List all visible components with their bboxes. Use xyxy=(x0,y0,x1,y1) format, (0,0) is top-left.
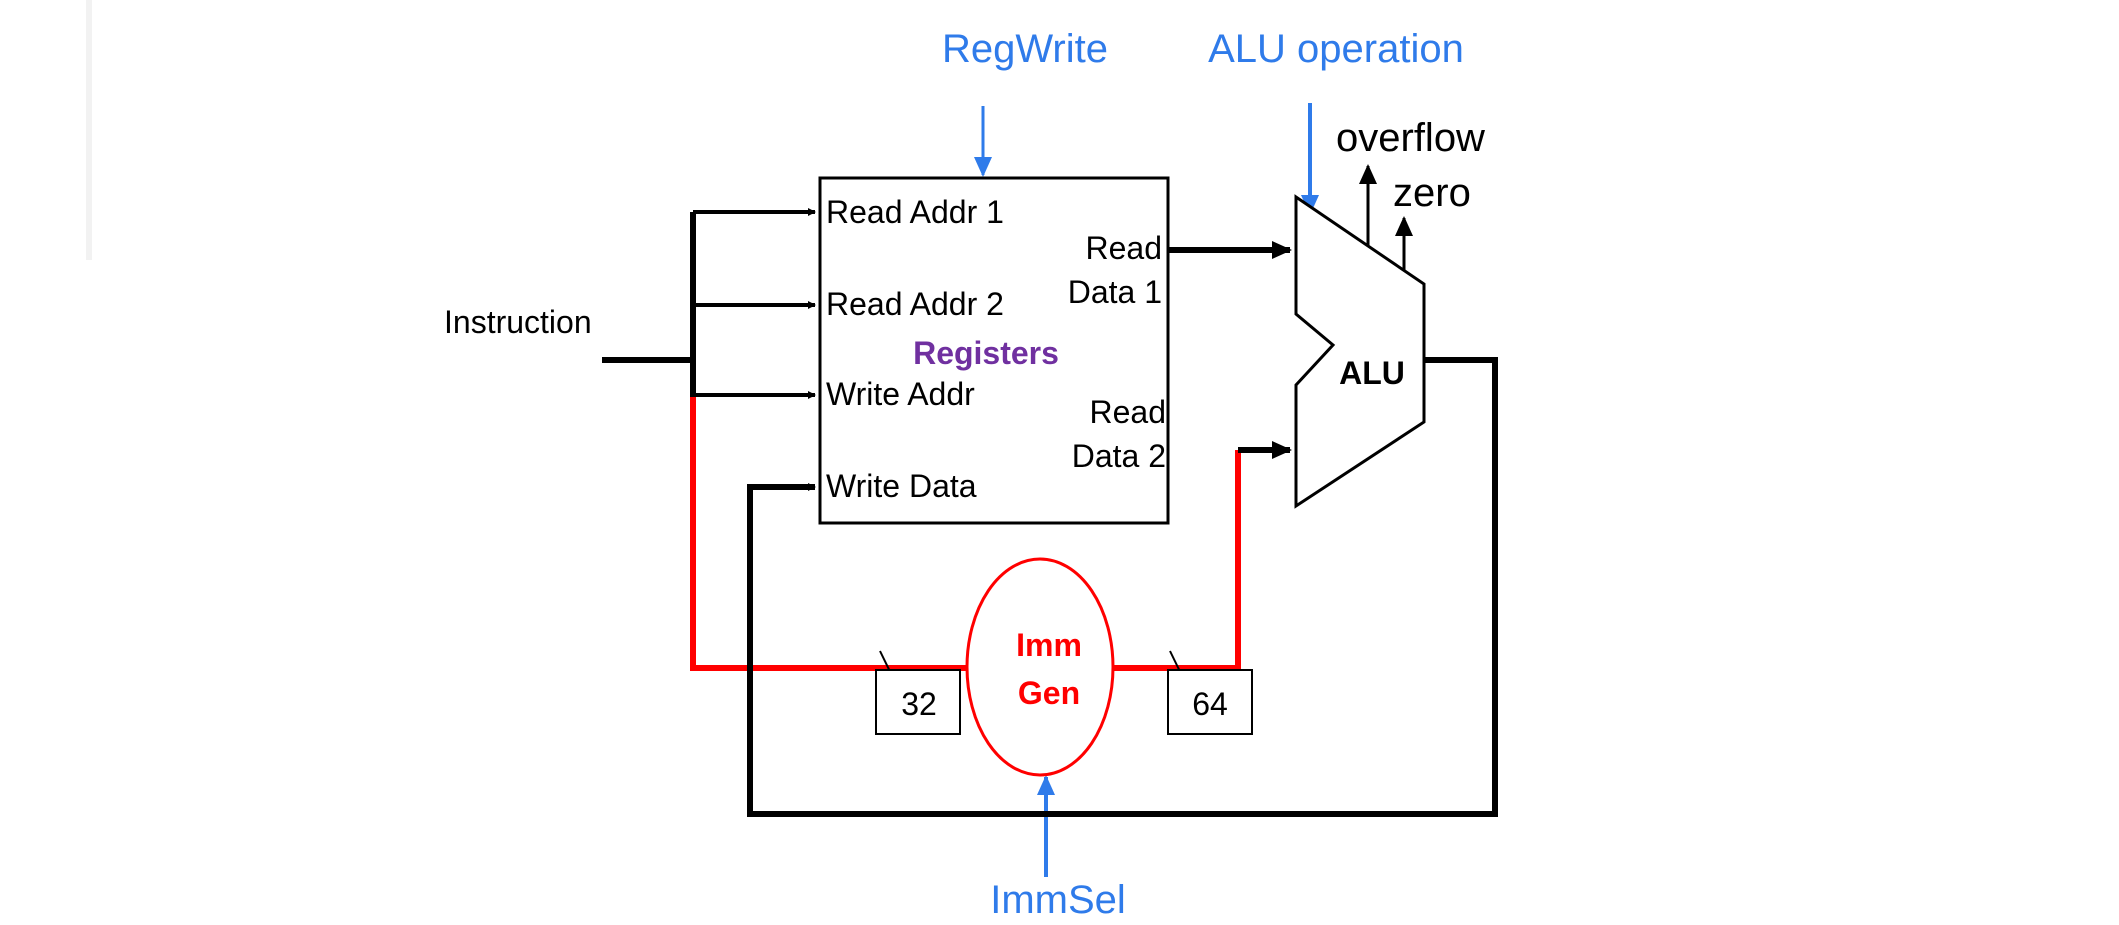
instruction-wires xyxy=(602,208,816,399)
zero-label: zero xyxy=(1393,171,1471,215)
instruction-label: Instruction xyxy=(444,304,592,340)
overflow-label: overflow xyxy=(1336,116,1485,160)
alu-label: ALU xyxy=(1339,355,1405,391)
read-data-2-line1: Read xyxy=(1090,394,1167,430)
bus-width-32 xyxy=(875,650,961,735)
write-addr-label: Write Addr xyxy=(826,376,975,412)
regwrite-label: RegWrite xyxy=(942,27,1108,71)
alu-operation-label: ALU operation xyxy=(1208,27,1464,71)
bus-width-32-label: 32 xyxy=(901,686,937,722)
read-data-2-line2: Data 2 xyxy=(1072,438,1166,474)
write-data-label: Write Data xyxy=(826,468,977,504)
imm-gen-line2: Gen xyxy=(1018,675,1080,711)
read-addr-2-label: Read Addr 2 xyxy=(826,286,1004,322)
immsel-label: ImmSel xyxy=(990,878,1126,922)
imm-input-wire xyxy=(690,397,967,671)
bus-width-64-label: 64 xyxy=(1192,686,1228,722)
read-data-1-line2: Data 1 xyxy=(1068,274,1162,310)
read-addr-1-label: Read Addr 1 xyxy=(826,194,1004,230)
immediate-path xyxy=(690,397,1241,671)
left-edge-strip xyxy=(86,0,92,260)
read-data-1-line1: Read xyxy=(1086,230,1163,266)
imm-gen-ellipse xyxy=(965,557,1115,777)
register-file-box xyxy=(818,176,1170,525)
control-signal-wires xyxy=(974,103,1319,877)
alu-shape xyxy=(1294,194,1426,509)
registers-title: Registers xyxy=(913,335,1059,371)
writeback-wire xyxy=(747,357,1498,817)
imm-gen-line1: Imm xyxy=(1016,627,1082,663)
imm-output-wire xyxy=(1113,450,1241,671)
bus-width-64 xyxy=(1167,650,1253,735)
